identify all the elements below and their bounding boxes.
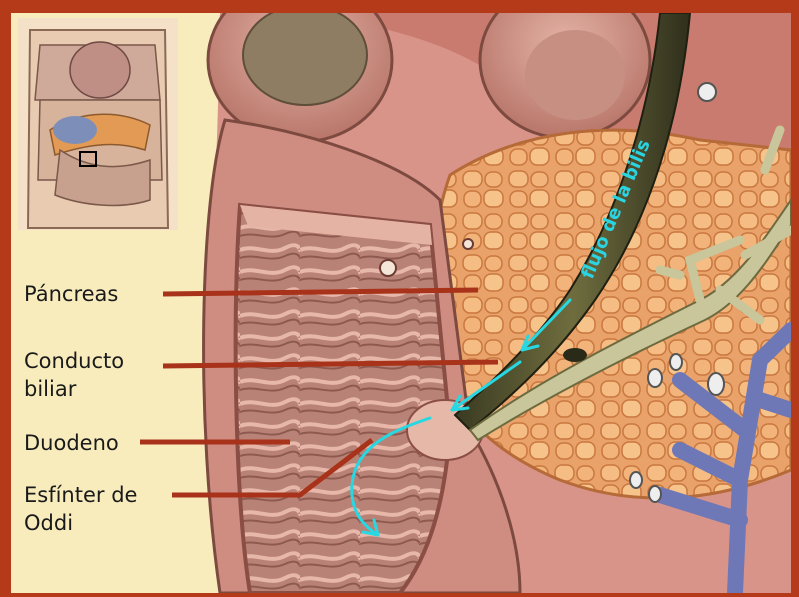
label-sphincter-line1: Esfínter de: [24, 481, 137, 509]
label-bile-duct: Conducto biliar: [24, 347, 124, 403]
label-sphincter-line2: Oddi: [24, 509, 137, 537]
label-pancreas: Páncreas: [24, 281, 118, 308]
duodenum-interior: [236, 205, 450, 593]
label-duodenum: Duodeno: [24, 430, 119, 457]
label-bile-duct-line2: biliar: [24, 375, 124, 403]
label-bile-duct-line1: Conducto: [24, 347, 124, 375]
locator-inset: [18, 18, 178, 230]
label-sphincter: Esfínter de Oddi: [24, 481, 137, 537]
